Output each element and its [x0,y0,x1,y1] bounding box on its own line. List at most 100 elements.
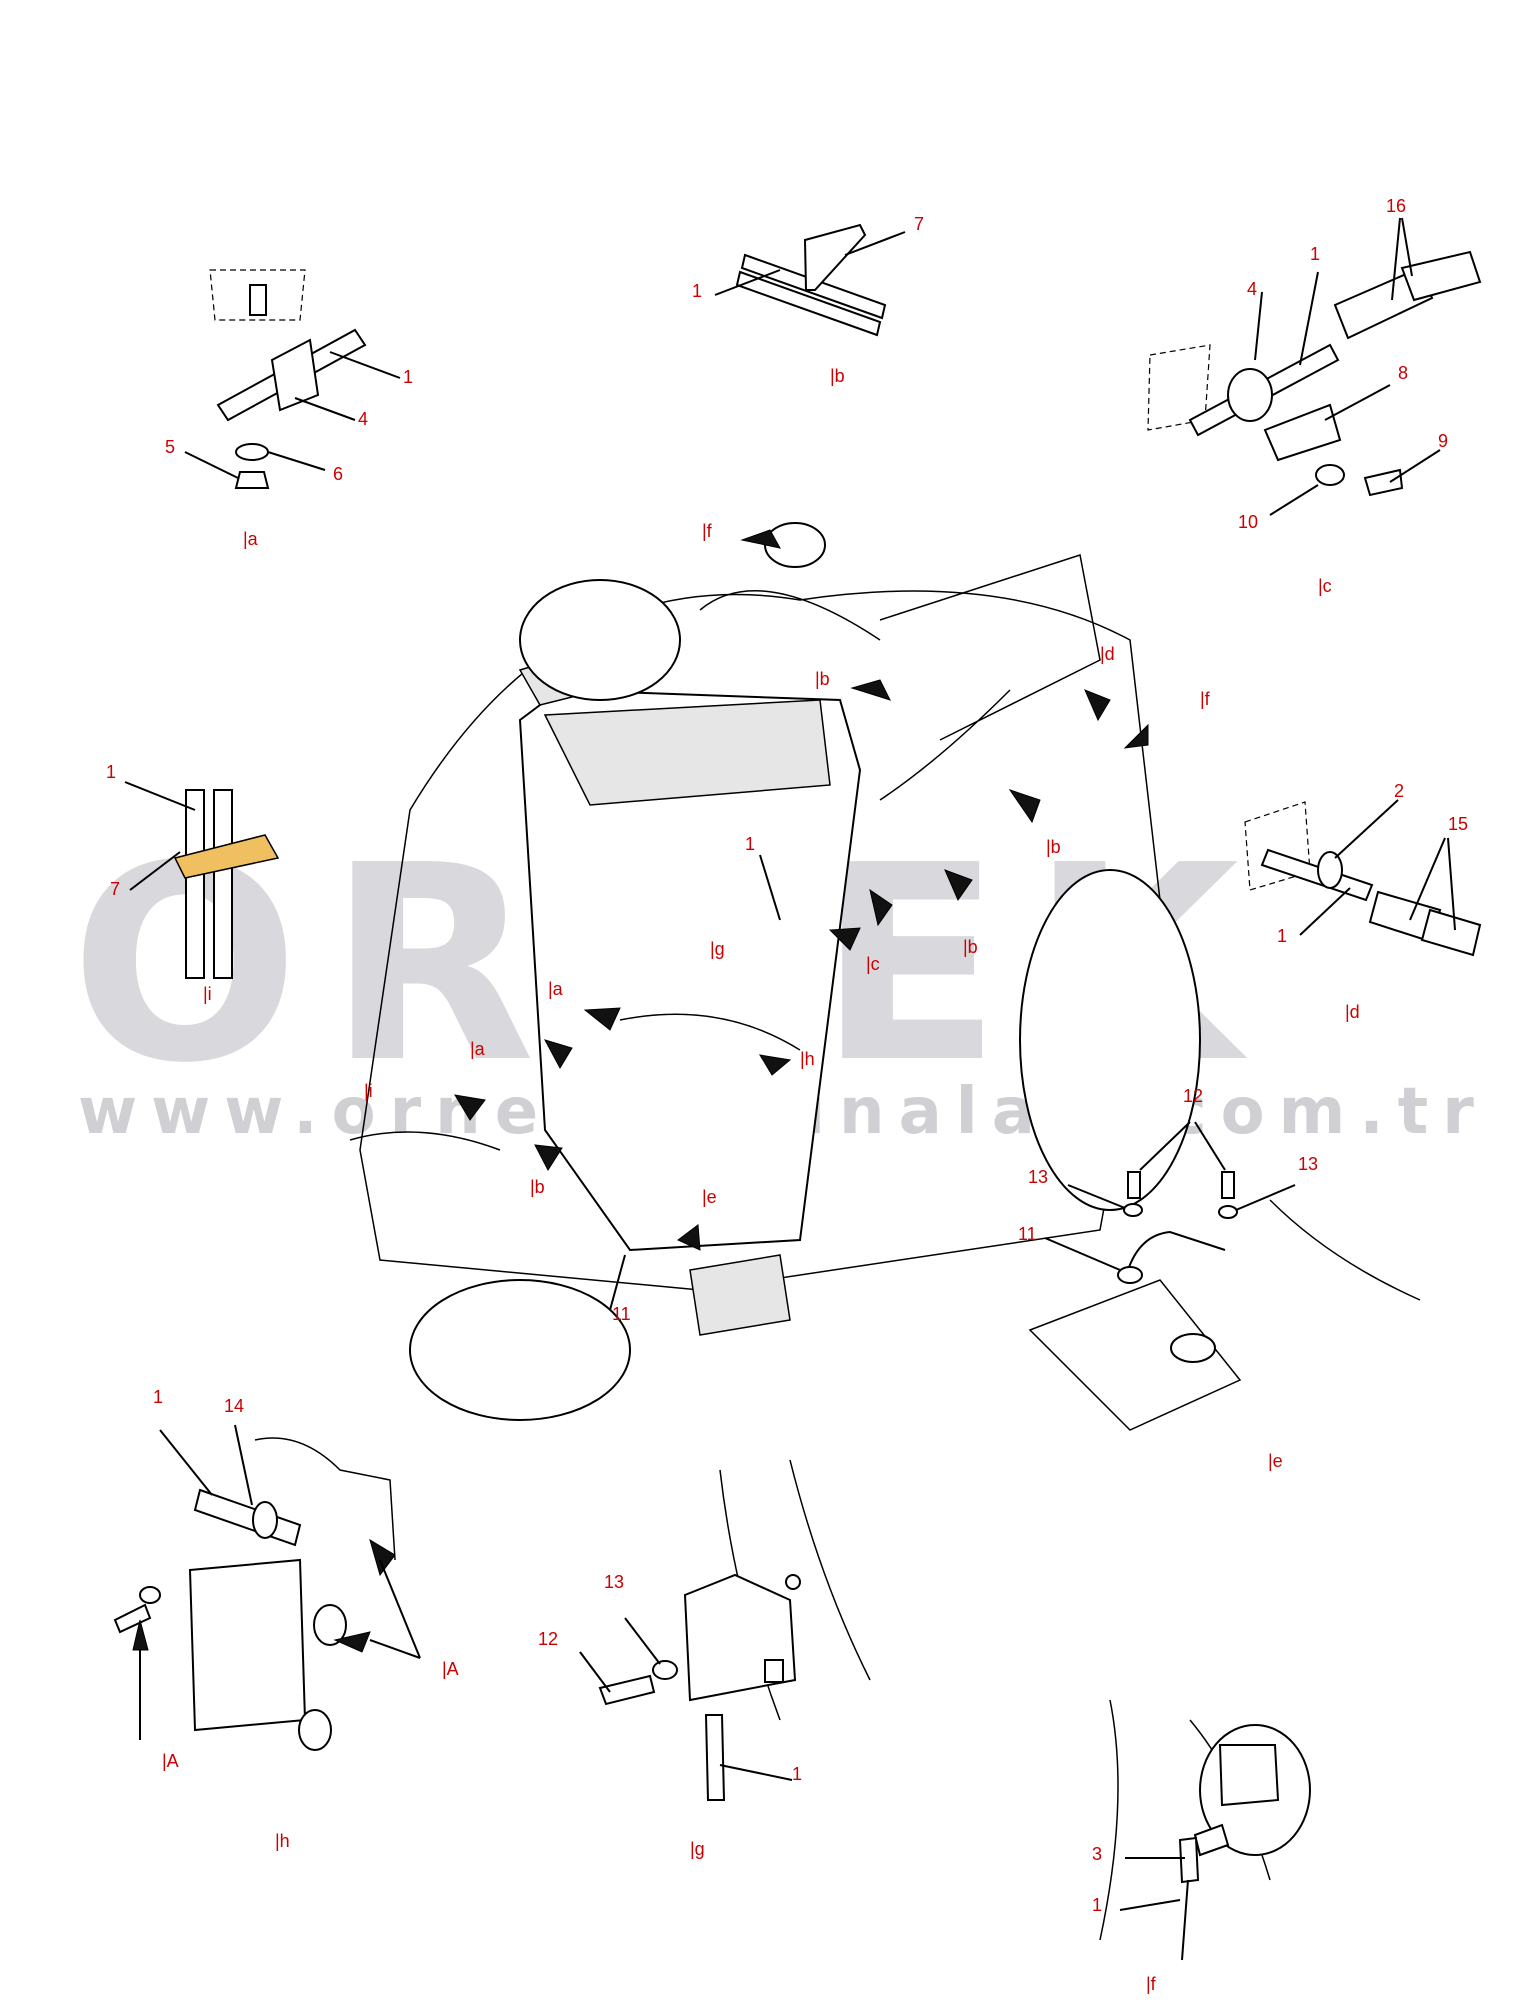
arrow-a2 [543,1039,573,1070]
detail-f-bracket [1218,1744,1280,1807]
leader-a-4 [294,397,356,421]
boom-outline [879,554,1101,741]
label-m-b2: |b [1046,837,1061,857]
leader-h-A1 [379,1559,421,1659]
detail-f-drawing [1099,1699,1311,1961]
leader-e-13b [1235,1184,1296,1211]
detail-g-connector [764,1659,784,1683]
leader-h-A2 [369,1639,421,1659]
label-a-4: 4 [358,409,369,429]
label-m-b1: |b [815,669,830,689]
arrow-b1 [850,679,891,701]
leader-g-1 [719,1764,793,1781]
arrow-b2 [1008,789,1041,824]
label-m-h: |h [800,1049,815,1069]
label-b-1: 1 [692,281,703,301]
label-d-view: |d [1345,1002,1360,1022]
label-b-view: |b [830,366,845,386]
leader-e-13a [1067,1184,1126,1209]
detail-c-drawing [1147,217,1482,516]
detail-e-chassis-edge [1269,1199,1421,1301]
label-c-16: 16 [1386,196,1407,216]
detail-d-harness [1260,848,1374,902]
leader-m-1 [759,854,781,921]
label-c-10: 10 [1238,512,1259,532]
label-e-12: 12 [1183,1086,1204,1106]
label-a-1: 1 [403,367,414,387]
label-i-7: 7 [110,879,121,899]
detail-b-harness-lower [735,270,882,337]
cab-roof-grille [543,699,831,806]
label-m-1: 1 [745,834,756,854]
detail-e-lug [1117,1266,1143,1284]
detail-a-drawing [184,269,401,489]
label-h-1: 1 [153,1387,164,1407]
detail-d-drawing [1244,799,1482,957]
leader-f-1 [1119,1899,1181,1911]
label-g-view: |g [690,1839,705,1859]
detail-h-coil-upper [313,1604,347,1646]
label-h-A2: |A [162,1751,179,1771]
detail-g-harness [704,1714,726,1801]
label-c-1: 1 [1310,244,1321,264]
label-m-e: |e [702,1187,717,1207]
label-c-9: 9 [1438,431,1449,451]
leader-i-1 [124,781,196,811]
label-m-a2: |a [470,1039,485,1059]
step-tread [689,1254,791,1336]
detail-h-valve-block [188,1558,307,1732]
label-e-11: 11 [1018,1224,1037,1244]
detail-c-clamp [1227,368,1273,422]
leader-d-1 [1299,887,1351,936]
leader-e-12a [1139,1121,1191,1171]
arrow-e [677,1224,701,1251]
label-m-d: |d [1100,644,1115,664]
arrow-h [759,1054,792,1076]
detail-g-washer [652,1660,678,1680]
leader-c-8 [1324,384,1391,421]
detail-c-conduit-b [1400,250,1482,302]
harness-boom [879,689,1011,801]
leader-b-1 [714,269,781,296]
label-e-13a: 13 [1028,1167,1049,1187]
arrow-f2 [1123,723,1149,749]
detail-g-screw [598,1674,656,1706]
detail-b-strap [803,223,867,291]
leader-c-9 [1389,449,1441,483]
leader-b-7 [844,231,906,256]
detail-f-plug [1178,1836,1200,1884]
leader-d-15a [1409,837,1446,921]
detail-h-screw [113,1603,152,1634]
label-f-view: |f [1146,1974,1156,1994]
label-g-13: 13 [604,1572,625,1592]
label-a-6: 6 [333,464,344,484]
leader-c-4 [1254,291,1263,361]
rear-wheel-right [1019,869,1201,1211]
detail-g-panel-edge-right [789,1459,871,1681]
detail-c-screw [1363,468,1404,497]
detail-e-washer-right [1218,1205,1238,1219]
detail-e-frame [1028,1279,1242,1431]
leader-c-10 [1269,484,1319,516]
leader-a-1 [329,351,401,379]
label-a-5: 5 [165,437,176,457]
detail-h-harness [193,1488,302,1547]
label-m-f2: |f [1200,689,1210,709]
detail-h-frame [254,1437,396,1561]
detail-c-washer [1315,464,1345,486]
leader-a-6 [267,451,326,471]
label-m-i: |i [364,1081,373,1101]
label-h-14: 14 [224,1396,245,1416]
arrow-d [1084,689,1111,722]
detail-h-washer [139,1586,161,1604]
label-e-view: |e [1268,1451,1283,1471]
label-h-view: |h [275,1831,290,1851]
label-f-1: 1 [1092,1895,1103,1915]
detail-f-connector [1193,1823,1230,1857]
detail-d-grommet [1317,851,1343,889]
leader-d-15b [1447,837,1456,931]
label-i-view: |i [203,984,212,1004]
detail-i-strap [173,834,280,879]
label-c-8: 8 [1398,363,1409,383]
detail-f-pillar-edge [1099,1699,1119,1941]
